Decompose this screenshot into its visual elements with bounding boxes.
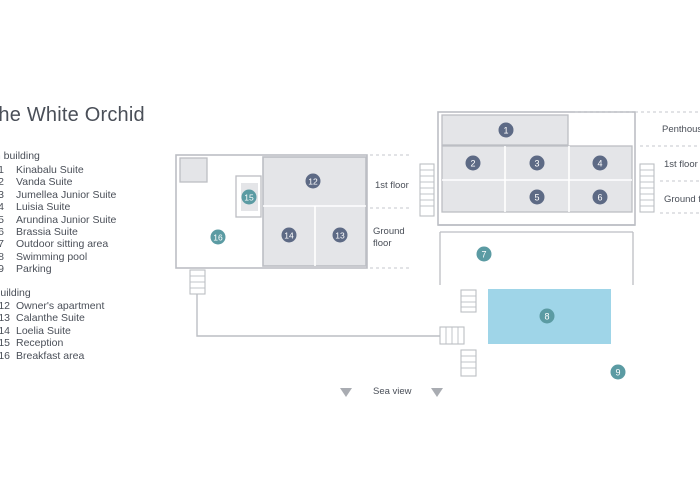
marker-13: 13 bbox=[332, 227, 348, 243]
marker-5: 5 bbox=[529, 189, 545, 205]
main-building-guides bbox=[575, 111, 700, 214]
main-building bbox=[419, 111, 655, 377]
second-building-guides bbox=[370, 154, 410, 269]
marker-6: 6 bbox=[592, 189, 608, 205]
marker-9: 9 bbox=[610, 364, 626, 380]
main-building-right-stairs bbox=[639, 163, 655, 213]
main-building-left-stairs bbox=[419, 163, 435, 217]
svg-text:15: 15 bbox=[244, 193, 254, 203]
floor-label-first: 1st floor bbox=[375, 180, 409, 191]
svg-text:16: 16 bbox=[213, 233, 223, 243]
small-room bbox=[179, 157, 208, 183]
svg-text:14: 14 bbox=[284, 231, 294, 241]
floor-label-penthouse: Penthouse bbox=[662, 124, 700, 135]
marker-12: 12 bbox=[305, 173, 321, 189]
marker-7: 7 bbox=[476, 246, 492, 262]
svg-text:12: 12 bbox=[308, 177, 318, 187]
floor-label-main-ground: Ground floor bbox=[664, 194, 700, 205]
sea-view-label: Sea view bbox=[373, 386, 412, 397]
page-title: The White Orchid bbox=[0, 104, 145, 126]
floor-label-ground-wrap: Ground floor bbox=[373, 226, 405, 249]
floor-label-main-first: 1st floor bbox=[664, 159, 698, 170]
svg-text:5: 5 bbox=[534, 193, 539, 203]
svg-text:13: 13 bbox=[335, 231, 345, 241]
svg-text:3: 3 bbox=[534, 159, 539, 169]
marker-14: 14 bbox=[281, 227, 297, 243]
pool-stairs-top bbox=[460, 289, 477, 313]
svg-text:6: 6 bbox=[597, 193, 602, 203]
svg-text:4: 4 bbox=[597, 159, 602, 169]
pool-stairs-bottom bbox=[460, 349, 477, 377]
marker-8: 8 bbox=[539, 308, 555, 324]
marker-15: 15 bbox=[241, 189, 257, 205]
marker-16: 16 bbox=[210, 229, 226, 245]
pool-stairs-side bbox=[439, 326, 465, 345]
chevron-down-icon bbox=[340, 388, 352, 397]
legend-second-heading: Second building bbox=[0, 287, 31, 299]
marker-2: 2 bbox=[465, 155, 481, 171]
chevron-down-icon bbox=[431, 388, 443, 397]
svg-text:7: 7 bbox=[481, 250, 486, 260]
sea-view-indicator: Sea view bbox=[340, 386, 443, 397]
marker-4: 4 bbox=[592, 155, 608, 171]
room-markers: 1 2 3 4 5 6 7 8 9 12 13 14 15 16 bbox=[210, 122, 626, 380]
svg-text:9: 9 bbox=[615, 368, 620, 378]
floor-label-ground: Ground floor bbox=[373, 226, 405, 249]
svg-text:1: 1 bbox=[503, 126, 508, 136]
second-building-stairs bbox=[189, 269, 206, 295]
marker-3: 3 bbox=[529, 155, 545, 171]
legend-main-heading: Main building bbox=[0, 150, 40, 162]
walkway-path bbox=[196, 294, 440, 337]
svg-text:2: 2 bbox=[470, 159, 475, 169]
svg-text:8: 8 bbox=[544, 312, 549, 322]
marker-1: 1 bbox=[498, 122, 514, 138]
second-building bbox=[175, 154, 440, 337]
